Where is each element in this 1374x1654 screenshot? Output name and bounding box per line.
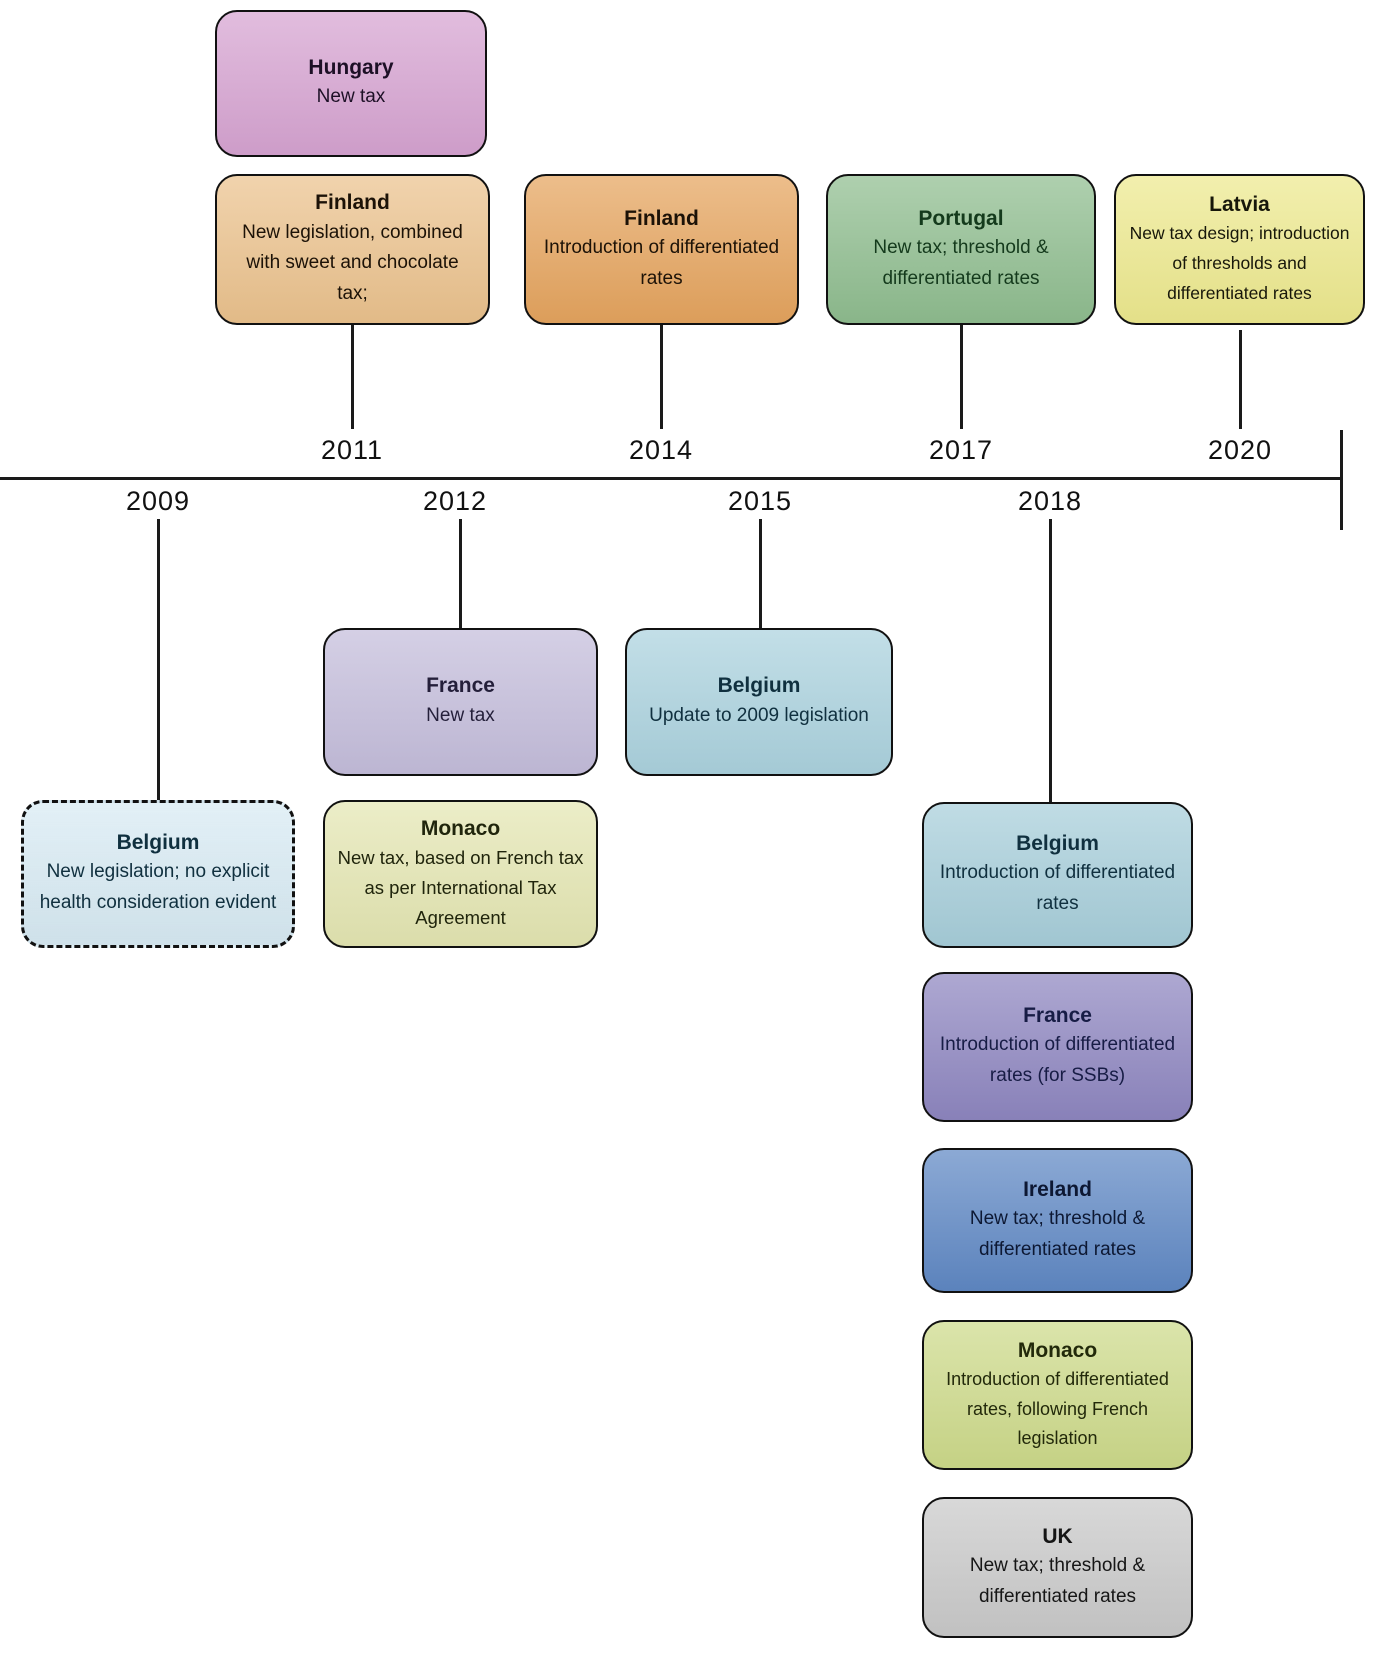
event-country: Finland (624, 206, 699, 230)
event-box-france-2018: France Introduction of differentiated ra… (922, 972, 1193, 1122)
event-country: Monaco (420, 816, 501, 840)
connector-2017 (960, 325, 963, 429)
event-description: Introduction of differentiated rates, fo… (946, 1369, 1169, 1448)
year-label-2011: 2011 (320, 435, 384, 465)
event-country: UK (1042, 1524, 1073, 1548)
year-label-2020: 2020 (1207, 435, 1273, 465)
year-label-2018: 2018 (1017, 486, 1083, 516)
connector-2020 (1239, 330, 1242, 429)
event-description: Introduction of differentiated rates (543, 236, 780, 289)
event-country: France (426, 674, 495, 698)
year-label-2017: 2017 (928, 435, 994, 465)
event-description: New tax, based on French tax as per Inte… (337, 847, 584, 929)
event-country: Ireland (1023, 1177, 1092, 1201)
event-description: New legislation, combined with sweet and… (242, 221, 463, 305)
event-box-hungary-2011: Hungary New tax (215, 10, 487, 157)
event-box-france-2012: France New tax (323, 628, 598, 776)
event-box-belgium-2015: Belgium Update to 2009 legislation (625, 628, 893, 776)
event-description: New tax (316, 86, 386, 108)
event-country: Belgium (717, 674, 801, 698)
connector-2012 (459, 519, 462, 630)
event-description: New tax; threshold & differentiated rate… (969, 1207, 1146, 1260)
axis-end-tick (1340, 430, 1343, 530)
event-box-uk-2018: UK New tax; threshold & differentiated r… (922, 1497, 1193, 1638)
year-label-2012: 2012 (422, 486, 488, 516)
event-box-portugal-2017: Portugal New tax; threshold & differenti… (826, 174, 1096, 325)
timeline-axis (0, 477, 1343, 480)
event-box-monaco-2018: Monaco Introduction of differentiated ra… (922, 1320, 1193, 1470)
event-box-latvia-2020: Latvia New tax design; introduction of t… (1114, 174, 1365, 325)
event-description: Introduction of differentiated rates (fo… (939, 1034, 1176, 1087)
connector-2009 (157, 519, 160, 802)
connector-2015 (759, 519, 762, 630)
year-label-2015: 2015 (727, 486, 793, 516)
connector-2018 (1049, 519, 1052, 804)
event-description: Update to 2009 legislation (649, 704, 869, 726)
event-box-finland-2011: Finland New legislation, combined with s… (215, 174, 490, 325)
event-description: New legislation; no explicit health cons… (39, 861, 277, 914)
event-box-ireland-2018: Ireland New tax; threshold & differentia… (922, 1148, 1193, 1293)
connector-2014 (660, 325, 663, 429)
event-box-belgium-2018: Belgium Introduction of differentiated r… (922, 802, 1193, 948)
event-country: Monaco (1017, 1339, 1098, 1363)
event-box-monaco-2012: Monaco New tax, based on French tax as p… (323, 800, 598, 948)
event-description: Introduction of differentiated rates (939, 862, 1176, 915)
year-label-2009: 2009 (125, 486, 191, 516)
year-label-2014: 2014 (628, 435, 694, 465)
event-description: New tax design; introduction of threshol… (1129, 223, 1350, 303)
event-country: Hungary (308, 55, 394, 79)
event-country: Portugal (918, 206, 1004, 230)
connector-2011 (351, 325, 354, 429)
event-description: New tax; threshold & differentiated rate… (873, 236, 1049, 289)
event-country: Belgium (116, 831, 200, 855)
event-country: Belgium (1016, 832, 1099, 856)
event-country: Latvia (1209, 192, 1270, 216)
event-box-belgium-2009: Belgium New legislation; no explicit hea… (21, 800, 295, 948)
event-description: New tax; threshold & differentiated rate… (969, 1554, 1146, 1607)
event-box-finland-2014: Finland Introduction of differentiated r… (524, 174, 799, 325)
event-country: France (1023, 1004, 1092, 1028)
event-description: New tax (426, 704, 495, 726)
event-country: Finland (315, 191, 390, 215)
